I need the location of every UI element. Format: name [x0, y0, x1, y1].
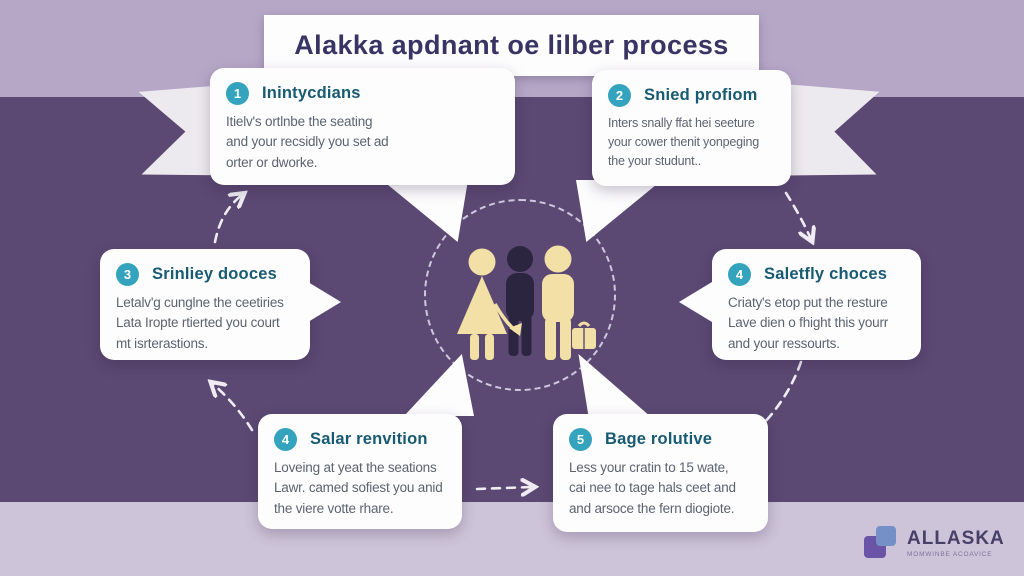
step-box-4-header: 4 Saletfly choces [728, 263, 905, 286]
step-box-6: 5 Bage rolutive Less your cratin to 15 w… [553, 414, 768, 532]
brand-logo: ALLASKA MOMWINBE ACOAVICE [864, 526, 1005, 560]
arrow-left-up [213, 195, 242, 244]
step-box-1: 1 Inintycdians Itielv's ortlnbe the seat… [210, 68, 515, 185]
man-figure-icon [542, 245, 596, 360]
bubble-tail-step3 [308, 282, 341, 322]
step-box-3: 3 Srinliey dooces Letalv'g cunglne the c… [100, 249, 310, 360]
step-title: Snied profiom [644, 86, 758, 104]
step-box-2-header: 2 Snied profiom [608, 84, 775, 107]
arrow-bottom-center-right [475, 487, 532, 489]
step-title: Bage rolutive [605, 430, 713, 448]
step-number-badge: 4 [274, 428, 297, 451]
step-title: Salar renvition [310, 430, 428, 448]
step-description: Less your cratin to 15 wate, cai nee to … [569, 460, 736, 516]
step-description: Inters snally ffat hei seeture your cowe… [608, 116, 759, 168]
logo-square-front [876, 526, 896, 546]
step-number-badge: 5 [569, 428, 592, 451]
step-box-3-header: 3 Srinliey dooces [116, 263, 294, 286]
curve-right-bottom [762, 360, 803, 425]
step-box-5: 4 Salar renvition Loveing at yeat the se… [258, 414, 462, 529]
arrow-right-down [784, 191, 811, 239]
bottom-background-band [0, 502, 1024, 576]
step-description: Letalv'g cunglne the ceetiries Lata Irop… [116, 295, 284, 351]
step-title: Inintycdians [262, 84, 361, 102]
small-arrow-icon [493, 303, 522, 336]
dark-person-silhouette-icon [506, 246, 534, 356]
step-title: Srinliey dooces [152, 265, 277, 283]
arrow-bottomleft-up [213, 384, 254, 432]
logo-name: ALLASKA [907, 527, 1005, 549]
step-box-1-header: 1 Inintycdians [226, 82, 499, 105]
woman-figure-icon [457, 248, 507, 360]
step-title: Saletfly choces [764, 265, 888, 283]
logo-tagline: MOMWINBE ACOAVICE [907, 550, 993, 558]
step-description: Criaty's etop put the resture Lave dien … [728, 295, 889, 351]
step-box-2: 2 Snied profiom Inters snally ffat hei s… [592, 70, 791, 186]
center-dashed-circle [424, 199, 616, 391]
step-number-badge: 3 [116, 263, 139, 286]
step-box-4: 4 Saletfly choces Criaty's etop put the … [712, 249, 921, 360]
step-description: Loveing at yeat the seations Lawr. camed… [274, 460, 443, 516]
step-number-badge: 4 [728, 263, 751, 286]
step-number-badge: 2 [608, 84, 631, 107]
step-description: Itielv's ortlnbe the seating and your re… [226, 114, 389, 170]
family-figures-illustration [457, 245, 596, 360]
step-box-5-header: 4 Salar renvition [274, 428, 446, 451]
step-box-6-header: 5 Bage rolutive [569, 428, 752, 451]
logo-text-block: ALLASKA MOMWINBE ACOAVICE [907, 529, 1005, 558]
overlapping-squares-logo-icon [864, 526, 898, 560]
bubble-tail-step4 [679, 282, 712, 322]
step-number-badge: 1 [226, 82, 249, 105]
title-banner: Alakka apdnant oe lilber process [264, 15, 759, 76]
page-title: Alakka apdnant oe lilber process [294, 30, 729, 60]
